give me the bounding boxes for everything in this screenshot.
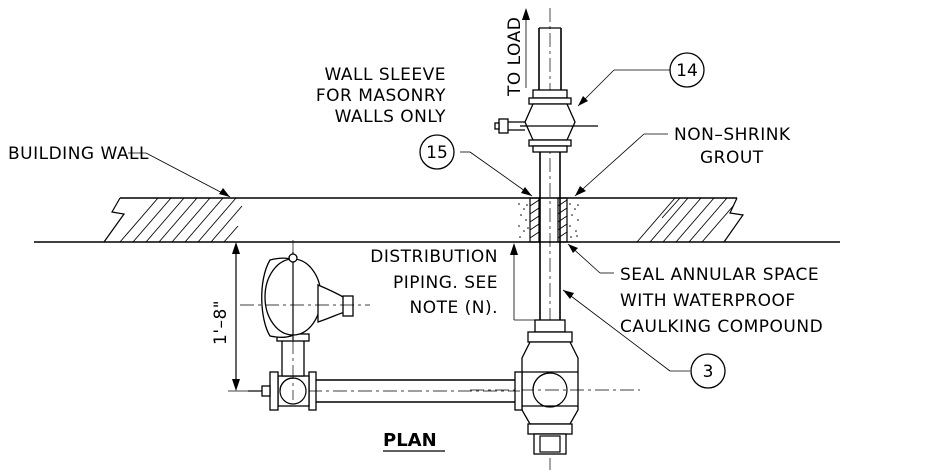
dimension-label: 1'–8" — [211, 300, 231, 345]
wall-sleeve — [529, 197, 568, 243]
non-shrink-line-2: GROUT — [700, 148, 764, 168]
building-wall — [34, 197, 840, 243]
tee-fitting-lower — [470, 319, 640, 455]
callout-3-label: 3 — [703, 362, 714, 382]
grout-fill — [516, 200, 581, 240]
non-shrink-line-1: NON–SHRINK — [674, 125, 791, 145]
callout-15: 15 — [419, 134, 455, 170]
seal-line-2: WITH WATERPROOF — [620, 291, 796, 311]
building-wall-label: BUILDING WALL — [8, 144, 149, 164]
distribution-pipe-vertical — [538, 8, 562, 470]
callout-14-label: 14 — [676, 61, 698, 81]
dimension-1-8: 1'–8" — [211, 241, 256, 392]
gate-valve-upper — [494, 89, 598, 153]
wall-sleeve-line-1: WALL SLEEVE — [325, 65, 446, 85]
distribution-line-3: NOTE (N). — [409, 298, 498, 318]
seal-line-1: SEAL ANNULAR SPACE — [620, 265, 819, 285]
wall-hatch-right — [636, 197, 735, 243]
wall-sleeve-line-2: FOR MASONRY — [316, 86, 446, 106]
distribution-line-1: DISTRIBUTION — [370, 247, 498, 267]
plan-title: PLAN — [383, 430, 445, 452]
callout-3: 3 — [690, 353, 726, 389]
to-load-label: TO LOAD — [505, 17, 525, 97]
distribution-line-2: PIPING. SEE — [393, 273, 498, 293]
pump-assembly — [240, 240, 370, 411]
callout-15-label: 15 — [426, 143, 448, 163]
leader-lines — [128, 8, 690, 372]
seal-line-3: CAULKING COMPOUND — [620, 317, 823, 337]
callout-14: 14 — [669, 52, 705, 88]
wall-sleeve-line-3: WALLS ONLY — [335, 107, 446, 127]
wall-hatch-left — [119, 197, 243, 243]
plan-title-text: PLAN — [383, 430, 437, 451]
